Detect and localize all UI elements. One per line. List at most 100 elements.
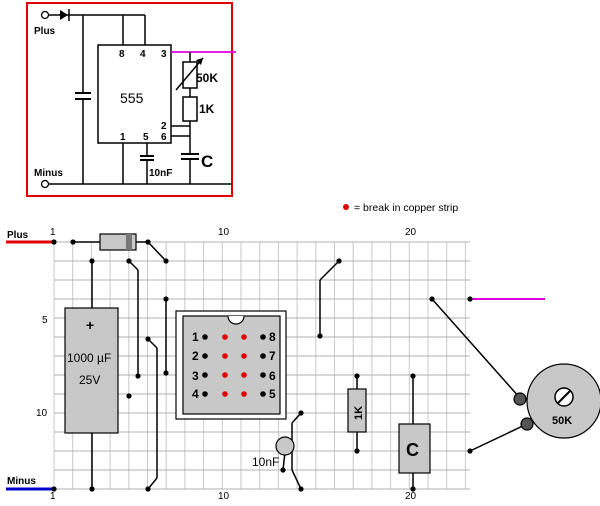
electrolytic-voltage: 25V [79,373,100,387]
diode-symbol [60,10,68,20]
solder-point [410,486,416,492]
schematic: Plus Minus 555 8 4 3 2 6 1 5 10nF [26,2,236,197]
solder-point [145,486,151,492]
legend: = break in copper strip [343,202,458,214]
schematic-c-label: C [201,152,213,171]
strip-break-dot [222,372,228,378]
ic-pin-hole [260,334,266,340]
ic-left-pin-numbers: 1 2 3 4 [192,330,199,401]
solder-point [89,258,95,264]
ic-pin-hole [202,334,208,340]
ic-pin-hole [260,353,266,359]
electrolytic-capacitor [64,307,119,434]
legend-break-dot [343,204,349,210]
ic-right-pin-7: 7 [269,349,276,363]
solder-point [70,239,76,245]
legend-text: = break in copper strip [354,202,458,214]
pot-arrowhead [196,58,203,65]
wire-links [128,241,528,490]
ic-pin-hole [202,372,208,378]
strip-break-dot [241,334,247,340]
ic-pin-1: 1 [120,132,126,143]
column-number-1: 1 [50,227,56,238]
schematic-pot-label: 50K [196,71,218,85]
pot-symbol [182,61,198,89]
solder-point [354,448,360,454]
pot-pin-2 [520,417,534,431]
capacitor-c-label: C [406,440,419,460]
ic-555-label: 555 [120,90,144,106]
stripboard-grid [53,241,470,490]
solder-point [135,373,141,379]
column-number-10: 10 [218,227,230,238]
pot-wiper-slot [557,390,571,404]
pot-pin-1 [513,392,527,406]
schematic-minus-label: Minus [34,168,63,179]
ic-left-pin-4: 4 [192,387,199,401]
column-number-10-bottom: 10 [218,491,230,502]
column-number-1-bottom: 1 [50,491,56,502]
schematic-10nf-label: 10nF [149,168,172,179]
ic-notch [227,315,245,325]
solder-point [163,370,169,376]
ic-left-pin-2: 2 [192,349,199,363]
plus-terminal [40,10,50,20]
solder-point [280,467,286,473]
solder-point [126,393,132,399]
link-16 [469,423,528,452]
solder-point [163,296,169,302]
ic-left-pin-1: 1 [192,330,199,344]
link-10 [319,260,340,281]
ic-pin-3: 3 [161,49,167,60]
ic-pin-hole [260,372,266,378]
ic-pin-2: 2 [161,121,167,132]
resistor-symbol [182,96,198,122]
ic-pin-6: 6 [161,132,167,143]
schematic-plus-label: Plus [34,26,56,37]
diode-band [126,234,132,250]
schematic-resistor-label: 1K [199,102,215,116]
pot-arrow [175,57,204,91]
cap-10n-body [275,436,295,456]
plus-lead-label: Plus [7,230,29,241]
schematic-frame [26,2,233,197]
row-number-5: 5 [42,315,48,326]
cap-10n-label: 10nF [252,455,279,469]
link-15 [431,298,521,399]
solder-point [51,486,57,492]
resistor-1k [347,388,367,433]
solder-points [51,239,473,492]
solder-point [89,486,95,492]
solder-point [298,486,304,492]
solder-point [467,296,473,302]
ic-right-pin-8: 8 [269,330,276,344]
strip-break-dot [241,353,247,359]
ic-right-pin-5: 5 [269,387,276,401]
minus-terminal [40,179,50,189]
strip-break-dot [241,391,247,397]
pot-50k-label: 50K [552,415,572,427]
solder-point [163,258,169,264]
strip-break-dot [241,372,247,378]
solder-point [467,448,473,454]
link-1 [147,241,167,262]
solder-point [51,239,57,245]
solder-point [410,373,416,379]
row-number-10: 10 [36,408,48,419]
solder-point [429,296,435,302]
column-number-20: 20 [405,227,417,238]
solder-point [354,373,360,379]
ic-left-pin-3: 3 [192,369,199,383]
stripboard: 1 10 20 1 10 20 5 10 Plus Minus [6,227,600,502]
solder-point [145,239,151,245]
electrolytic-value: 1000 µF [67,351,111,365]
solder-point [317,333,323,339]
ic-pin-hole [202,391,208,397]
solder-point [298,410,304,416]
capacitor-c [398,423,431,474]
resistor-1k-label: 1K [353,406,365,420]
solder-point [336,258,342,264]
minus-lead-label: Minus [7,476,36,487]
ic-dots [202,334,266,397]
